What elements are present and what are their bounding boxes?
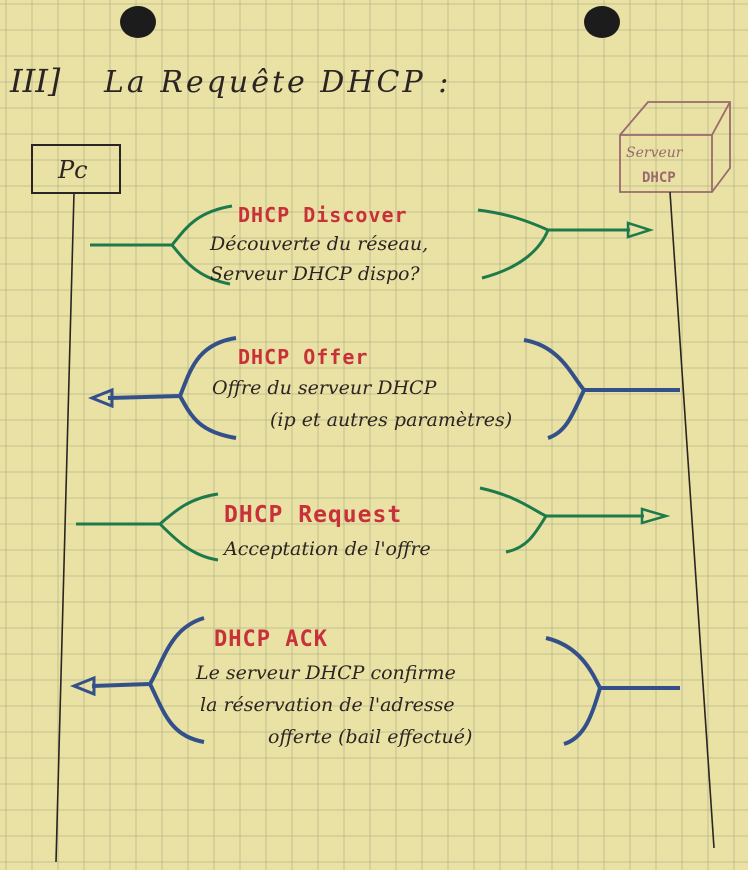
message-ack: DHCP ACK Le serveur DHCP confirme la rés… — [69, 616, 680, 748]
offer-right-brace — [523, 338, 680, 392]
server-box — [619, 101, 731, 193]
diagram-title: La Requête DHCP : — [103, 65, 451, 100]
ack-line-1: Le serveur DHCP confirme — [195, 662, 456, 684]
discover-title: DHCP Discover — [238, 203, 408, 227]
request-left-brace — [76, 492, 219, 526]
request-title: DHCP Request — [224, 502, 402, 528]
offer-line-2: (ip et autres paramètres) — [270, 409, 512, 431]
ack-line-2: la réservation de l'adresse — [200, 694, 455, 716]
server-lifeline — [669, 191, 715, 849]
offer-line-1: Offre du serveur DHCP — [212, 377, 438, 399]
binder-hole-right — [584, 6, 620, 38]
request-arrow-line — [479, 486, 644, 518]
discover-line-2: Serveur DHCP dispo? — [210, 263, 420, 285]
pc-lifeline — [55, 192, 75, 863]
request-line-1: Acceptation de l'offre — [222, 538, 431, 560]
section-number: III] — [9, 62, 61, 100]
discover-left-brace — [90, 204, 233, 247]
discover-line-1: Découverte du réseau, — [209, 233, 428, 255]
server-label-line2: DHCP — [642, 170, 676, 186]
message-request: DHCP Request Acceptation de l'offre — [76, 486, 671, 562]
ack-arrow-line — [91, 616, 205, 688]
discover-arrow-line — [477, 208, 630, 232]
message-discover: DHCP Discover Découverte du réseau, Serv… — [90, 203, 655, 286]
server-label-line1: Serveur — [626, 145, 684, 161]
ack-right-brace — [545, 636, 680, 690]
pc-label: Pc — [57, 156, 88, 184]
discover-arrowhead — [626, 221, 655, 239]
binder-hole-left — [120, 6, 156, 38]
pc-box — [31, 144, 121, 194]
message-offer: DHCP Offer Offre du serveur DHCP (ip et … — [87, 336, 680, 440]
offer-arrow-line — [107, 336, 237, 400]
request-arrowhead — [640, 507, 671, 525]
offer-arrowhead — [87, 387, 114, 409]
ack-arrowhead — [69, 675, 96, 697]
ack-title: DHCP ACK — [214, 627, 328, 652]
ack-line-3: offerte (bail effectué) — [268, 726, 472, 748]
offer-title: DHCP Offer — [238, 345, 368, 369]
